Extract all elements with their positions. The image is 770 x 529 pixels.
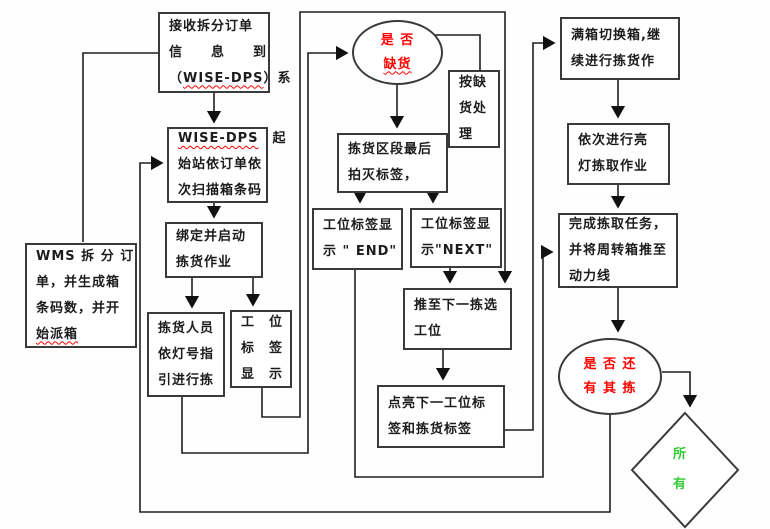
node-line: 拣货作业	[176, 255, 233, 270]
node-bind-start-picking: 绑定并启动 拣货作业	[165, 222, 263, 278]
node-line: 签和拣货标签	[388, 421, 473, 437]
node-line: 依次进行亮	[578, 133, 649, 148]
connector-station-label-to-push	[261, 11, 513, 418]
node-full-box-switch: 满箱切换箱,继 续进行拣货作	[560, 17, 680, 80]
node-line: 始站依订单依	[178, 157, 263, 172]
node-line: 工位标签显	[421, 217, 492, 232]
node-scan-box-barcode: WISE-DPS 起 始站依订单依 次扫描箱条码	[167, 127, 287, 203]
node-line: 动力线	[569, 268, 612, 284]
node-line: 工位标签显	[323, 218, 394, 233]
node-line: 引进行拣	[158, 372, 215, 388]
node-push-to-next-station: 推至下一拣选 工位	[403, 288, 512, 350]
decision-shortage: 是 否 缺货	[352, 20, 443, 85]
node-line: 灯拣取作业	[578, 159, 649, 174]
node-light-next-labels: 点亮下一工位标 签和拣货标签	[377, 385, 505, 448]
decision-more-picking: 是 否 还 有 其 拣	[558, 338, 662, 415]
decision-line: 是 否	[380, 32, 415, 48]
node-picker-follow-lights: 拣货人员 依灯号指 引进行拣	[147, 312, 225, 397]
connector-end-to-complete	[354, 244, 554, 478]
node-line: 推至下一拣选	[414, 298, 499, 313]
node-line: 次扫描箱条码	[178, 183, 263, 198]
node-line: 信 息 到	[169, 44, 268, 60]
node-complete-push-to-powerline: 完成拣取任务， 并将周转箱推至 动力线	[558, 213, 678, 288]
node-line: 拣货区段最后	[348, 142, 433, 157]
decision-line: 缺货	[383, 56, 412, 72]
node-label-shows-next: 工位标签显 示"NEXT"	[410, 208, 502, 268]
node-line: 完成拣取任务，	[569, 216, 668, 232]
diamond-all-done-label: 所 有	[650, 440, 710, 500]
node-line: 示"NEXT"	[421, 243, 494, 258]
node-line: 显 示	[241, 367, 284, 382]
node-line: 续进行拣货作	[571, 53, 656, 69]
node-label-shows-end: 工位标签显 示 " END"	[312, 208, 403, 270]
node-line: 拣货人员	[158, 320, 215, 336]
node-line: 单，并生成箱	[36, 274, 121, 290]
node-line: 标 签	[241, 341, 284, 356]
all-done-diamond-shape	[630, 411, 740, 529]
node-line: 按缺	[459, 75, 488, 90]
node-zone-last-clear-label: 拣货区段最后 拍灭标签，	[337, 133, 448, 193]
diamond-line: 所	[672, 447, 687, 462]
connector-shortageq-to-handle	[430, 34, 481, 70]
node-line: WMS 拆 分 订	[36, 248, 135, 264]
node-line: 始派箱	[36, 326, 79, 342]
node-line: 示 " END"	[323, 244, 398, 259]
connector-light-to-fullbox	[505, 35, 556, 431]
node-line: 工位	[414, 324, 443, 339]
node-line: 工 位	[241, 315, 284, 330]
node-line: 并将周转箱推至	[569, 242, 668, 258]
node-line: 理	[459, 127, 474, 142]
node-line: 货处	[459, 101, 488, 116]
connector-moreq-loop-to-scan	[139, 155, 611, 513]
connector-moreq-to-alldone	[662, 371, 698, 408]
connector-picker-to-shortageq	[181, 45, 349, 454]
node-receive-order-info: 接收拆分订单 信 息 到 （WISE-DPS）系	[158, 12, 292, 93]
node-line: 绑定并启动	[176, 229, 247, 244]
node-line: 接收拆分订单	[169, 18, 254, 34]
node-wms-split-order: WMS 拆 分 订 单，并生成箱 条码数，并开 始派箱	[25, 243, 137, 348]
node-line: 依灯号指	[158, 346, 215, 362]
node-station-label-display: 工 位 标 签 显 示	[230, 310, 292, 388]
node-line: 点亮下一工位标	[388, 395, 487, 411]
connector-receive-to-wms	[82, 52, 158, 242]
node-line: WISE-DPS 起	[178, 131, 287, 146]
node-handle-shortage: 按缺 货处 理	[448, 70, 500, 148]
node-line: （WISE-DPS）系	[169, 70, 292, 86]
decision-line: 是 否 还	[583, 356, 637, 372]
node-sequential-light-picking: 依次进行亮 灯拣取作业	[567, 123, 670, 185]
decision-line: 有 其 拣	[583, 380, 637, 396]
node-line: 满箱切换箱,继	[571, 27, 661, 43]
diamond-line: 有	[672, 477, 687, 492]
node-line: 拍灭标签，	[348, 168, 419, 183]
node-line: 条码数，并开	[36, 300, 121, 316]
